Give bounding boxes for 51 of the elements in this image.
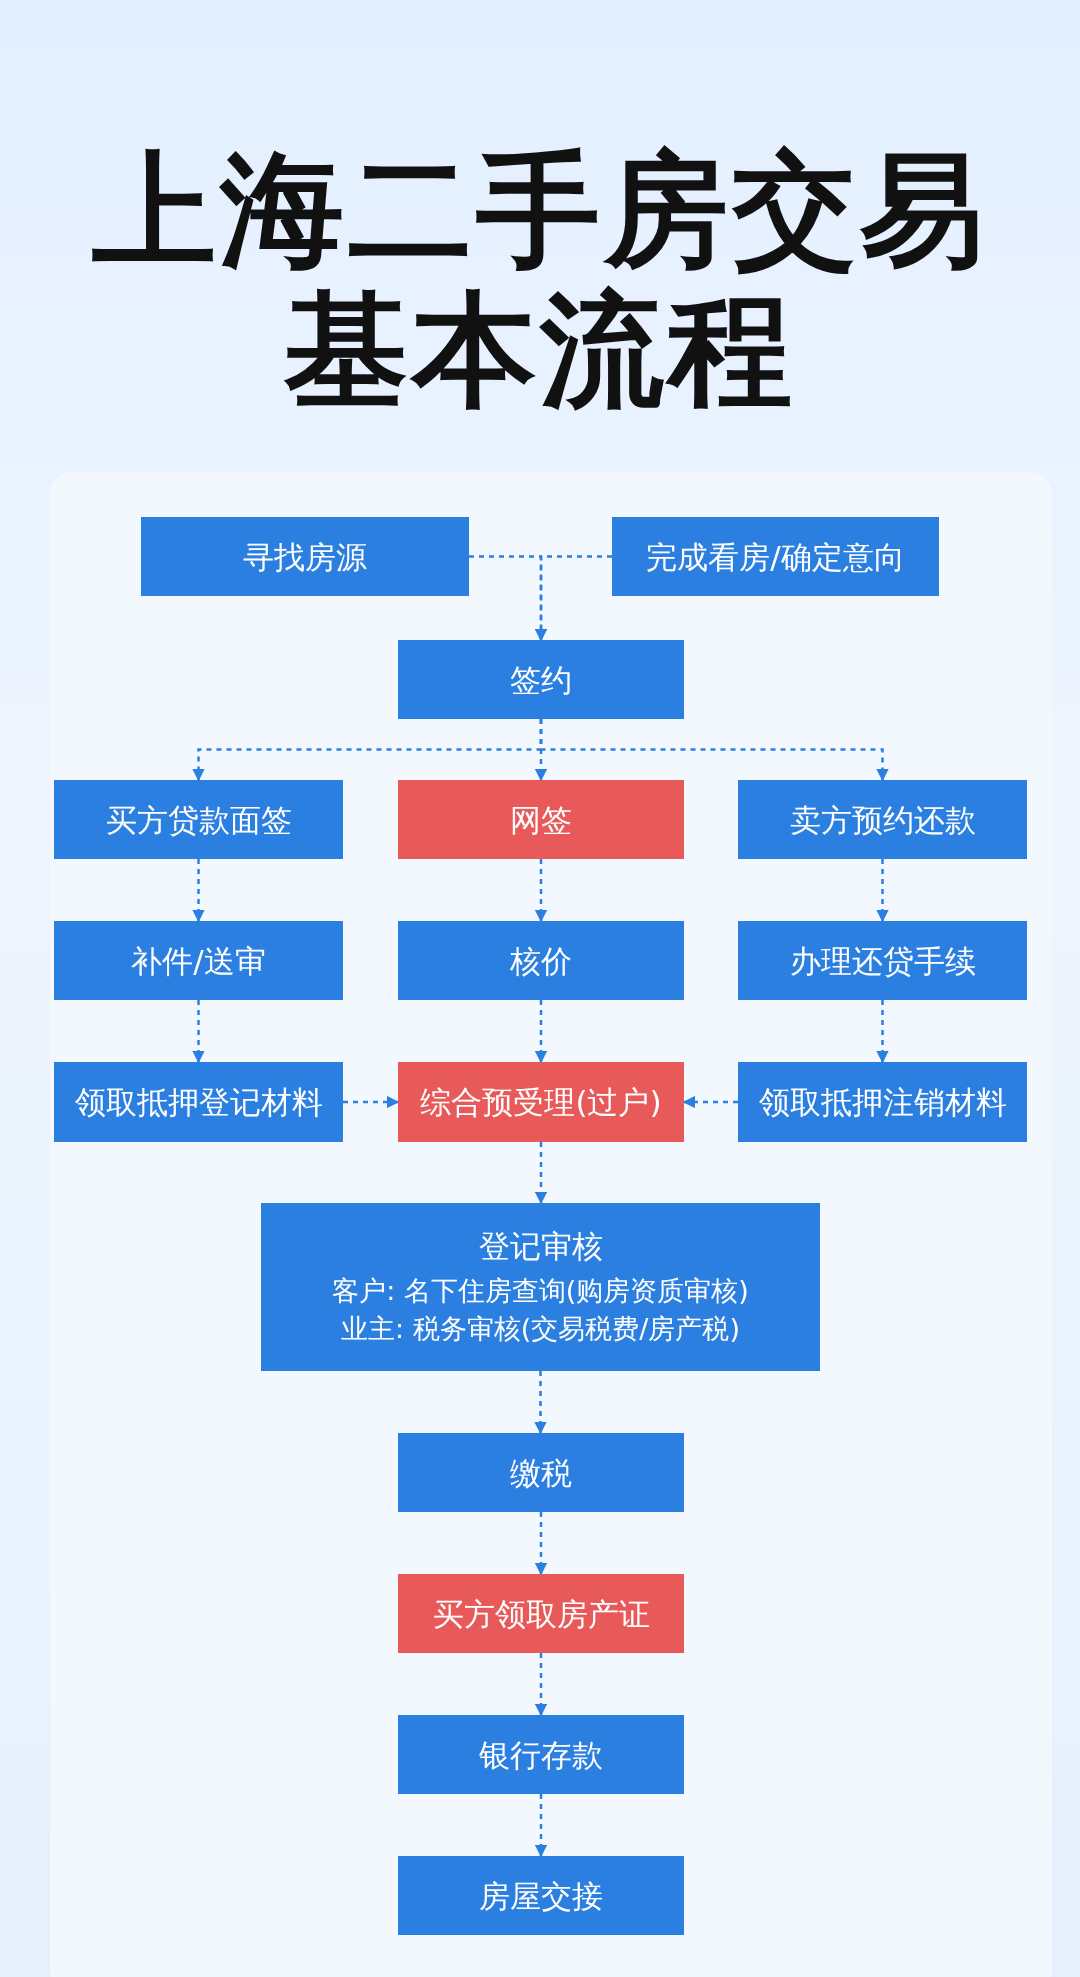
arrow [534, 859, 548, 923]
process-box [398, 780, 684, 859]
step-label: 买方贷款面签 [105, 800, 292, 840]
arrow [343, 1095, 400, 1109]
process-box [398, 1062, 684, 1142]
detail-text: 业主: 税务审核(交易税费/房产税) [341, 1312, 740, 1346]
arrow [539, 719, 889, 782]
step-label: 综合预受理(过户) [420, 1083, 662, 1122]
process-box [54, 921, 343, 1000]
arrow [534, 555, 612, 642]
detail-text: 客户: 名下住房查询(购房资质审核) [332, 1274, 749, 1308]
process-box [54, 1062, 343, 1142]
arrow [876, 1000, 889, 1064]
step-label: 登记审核 [478, 1227, 603, 1266]
process-box [398, 1715, 684, 1794]
arrow [534, 1142, 548, 1205]
process-box [612, 517, 939, 596]
arrow [192, 859, 205, 923]
step-label: 补件/送审 [131, 941, 266, 981]
process-box [738, 921, 1027, 1000]
process-box [738, 1062, 1027, 1142]
process-box [261, 1203, 820, 1371]
arrow [534, 1371, 547, 1435]
arrow [192, 1000, 205, 1064]
process-box [398, 921, 684, 1000]
title: 上海二手房交易基本流程 [91, 140, 989, 420]
arrow [534, 1000, 548, 1064]
process-box [141, 517, 469, 596]
step-label: 银行存款 [479, 1735, 603, 1775]
step-label: 办理还贷手续 [789, 941, 976, 981]
step-label: 核价 [510, 941, 572, 981]
step-label: 领取抵押登记材料 [74, 1083, 323, 1122]
arrow [534, 1794, 548, 1858]
process-box [398, 1433, 684, 1512]
step-label: 签约 [510, 660, 572, 700]
arrow [534, 1512, 548, 1576]
step-label: 房屋交接 [479, 1876, 603, 1916]
step-label: 完成看房/确定意向 [646, 537, 905, 577]
step-label: 卖方预约还款 [789, 800, 976, 840]
arrow [876, 859, 889, 923]
process-box [54, 780, 343, 859]
step-label: 网签 [510, 800, 572, 840]
process-box [398, 640, 684, 719]
process-box [738, 780, 1027, 859]
step-label: 买方领取房产证 [432, 1594, 650, 1634]
step-label: 寻找房源 [243, 537, 367, 577]
step-label: 领取抵押注销材料 [758, 1083, 1007, 1122]
process-box [398, 1574, 684, 1653]
step-label: 缴税 [510, 1453, 572, 1493]
process-box [398, 1856, 684, 1935]
arrow [534, 1653, 548, 1717]
